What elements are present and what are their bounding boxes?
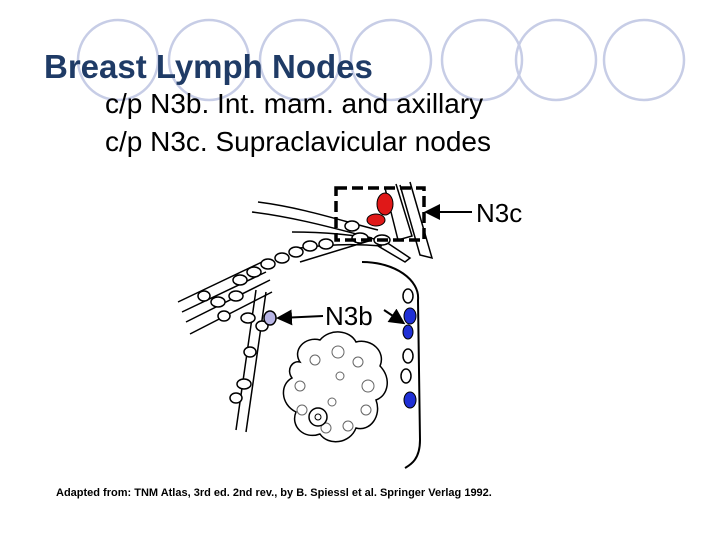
n3c-label: N3c xyxy=(476,198,522,228)
decor-circle xyxy=(76,18,160,102)
decor-circle xyxy=(349,18,433,102)
decor-circle xyxy=(440,18,524,102)
n3b-pointer-arrow-right xyxy=(383,308,406,325)
internal-mammary-nodes xyxy=(402,307,417,409)
nipple-center xyxy=(314,413,322,421)
n3b-label: N3b xyxy=(325,301,373,331)
decor-circle xyxy=(602,18,686,102)
decor-circle xyxy=(514,18,598,102)
internal-mammary-nodes-outline xyxy=(400,288,414,384)
source-credit: Adapted from: TNM Atlas, 3rd ed. 2nd rev… xyxy=(56,487,492,499)
decorative-circle-row xyxy=(76,18,686,102)
subtitle-n3c: c/p N3c. Supraclavicular nodes xyxy=(105,126,491,157)
decor-circle xyxy=(167,18,251,102)
decor-circle xyxy=(258,18,342,102)
axillary-highlight-node xyxy=(263,310,277,326)
supraclavicular-nodes xyxy=(366,192,394,227)
breast-lobule-texture xyxy=(294,345,375,434)
breast-gland xyxy=(282,331,388,443)
n3b-pointer-arrow-left xyxy=(276,309,324,326)
axillary-nodes xyxy=(197,220,391,404)
chest-wall-outline xyxy=(361,261,422,469)
lymph-node-diagram: N3c N3b xyxy=(177,181,522,469)
nipple xyxy=(308,407,328,427)
slide-title: Breast Lymph Nodes xyxy=(44,48,373,85)
subtitle-n3b: c/p N3b. Int. mam. and axillary xyxy=(105,88,484,119)
